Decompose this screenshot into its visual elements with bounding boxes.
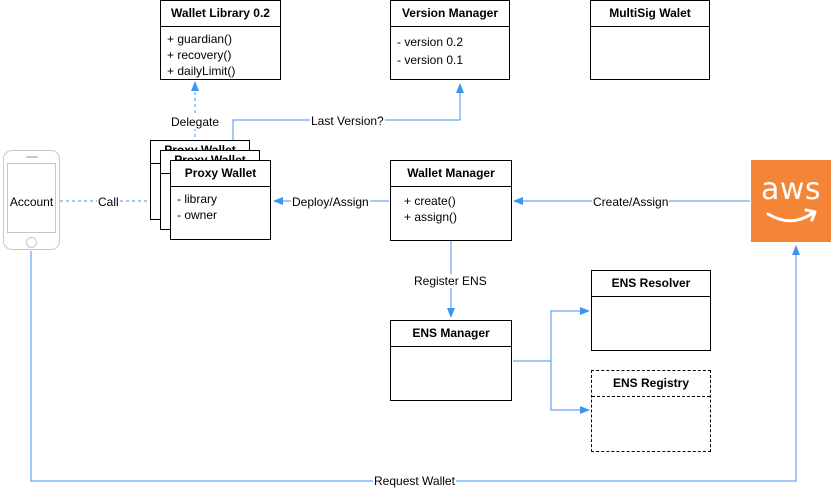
ens-resolver-connector <box>513 307 590 362</box>
wallet-library-class[interactable]: Wallet Library 0.2 + guardian() + recove… <box>160 0 281 80</box>
multisig-wallet-title: MultiSig Walet <box>591 1 709 27</box>
wallet-manager-methods: + create() + assign() <box>391 187 511 225</box>
delegate-label: Delegate <box>170 115 221 129</box>
proxy-wallet-fields: - library - owner <box>171 187 270 223</box>
version-manager-version: - version 0.2 <box>397 35 464 49</box>
phone-speaker <box>26 156 38 158</box>
request-wallet-label: Request Wallet <box>373 474 456 488</box>
ens-registry-connector <box>550 361 590 414</box>
version-manager-class[interactable]: Version Manager - version 0.2 - version … <box>390 0 510 80</box>
wallet-library-title: Wallet Library 0.2 <box>161 1 280 27</box>
account-phone[interactable]: Account <box>3 150 60 250</box>
wallet-library-method: + dailyLimit() <box>167 64 236 78</box>
aws-logo-text: aws <box>760 172 822 207</box>
deploy-assign-label: Deploy/Assign <box>291 195 370 209</box>
version-manager-versions: - version 0.2 - version 0.1 <box>391 27 509 69</box>
create-assign-label: Create/Assign <box>592 195 670 209</box>
proxy-wallet-title: Proxy Wallet <box>171 161 270 187</box>
wallet-manager-method: + assign() <box>404 210 458 224</box>
ens-registry-class[interactable]: ENS Registry <box>591 370 711 452</box>
proxy-wallet-field: - owner <box>177 208 218 222</box>
ens-resolver-class[interactable]: ENS Resolver <box>591 270 711 351</box>
aws-logo[interactable]: aws <box>751 160 831 242</box>
phone-screen <box>7 163 56 233</box>
ens-manager-title: ENS Manager <box>391 321 511 347</box>
wallet-manager-method: + create() <box>404 194 456 208</box>
last-version-label: Last Version? <box>310 114 385 128</box>
wallet-manager-title: Wallet Manager <box>391 161 511 187</box>
wallet-library-method: + recovery() <box>167 48 232 62</box>
multisig-wallet-class[interactable]: MultiSig Walet <box>590 0 710 80</box>
ens-registry-title: ENS Registry <box>592 371 710 397</box>
call-label: Call <box>97 195 120 209</box>
register-ens-label: Register ENS <box>413 274 488 288</box>
aws-smile-icon <box>766 208 817 223</box>
account-label: Account <box>9 195 54 209</box>
proxy-wallet-class[interactable]: Proxy Wallet - library - owner <box>170 160 271 240</box>
ens-resolver-title: ENS Resolver <box>592 271 710 297</box>
ens-manager-class[interactable]: ENS Manager <box>390 320 512 401</box>
version-manager-title: Version Manager <box>391 1 509 27</box>
wallet-library-method: + guardian() <box>167 32 233 46</box>
wallet-library-methods: + guardian() + recovery() + dailyLimit() <box>161 27 280 79</box>
version-manager-version: - version 0.1 <box>397 53 464 67</box>
phone-home-button <box>26 237 37 248</box>
proxy-wallet-field: - library <box>177 192 218 206</box>
wallet-manager-class[interactable]: Wallet Manager + create() + assign() <box>390 160 512 241</box>
